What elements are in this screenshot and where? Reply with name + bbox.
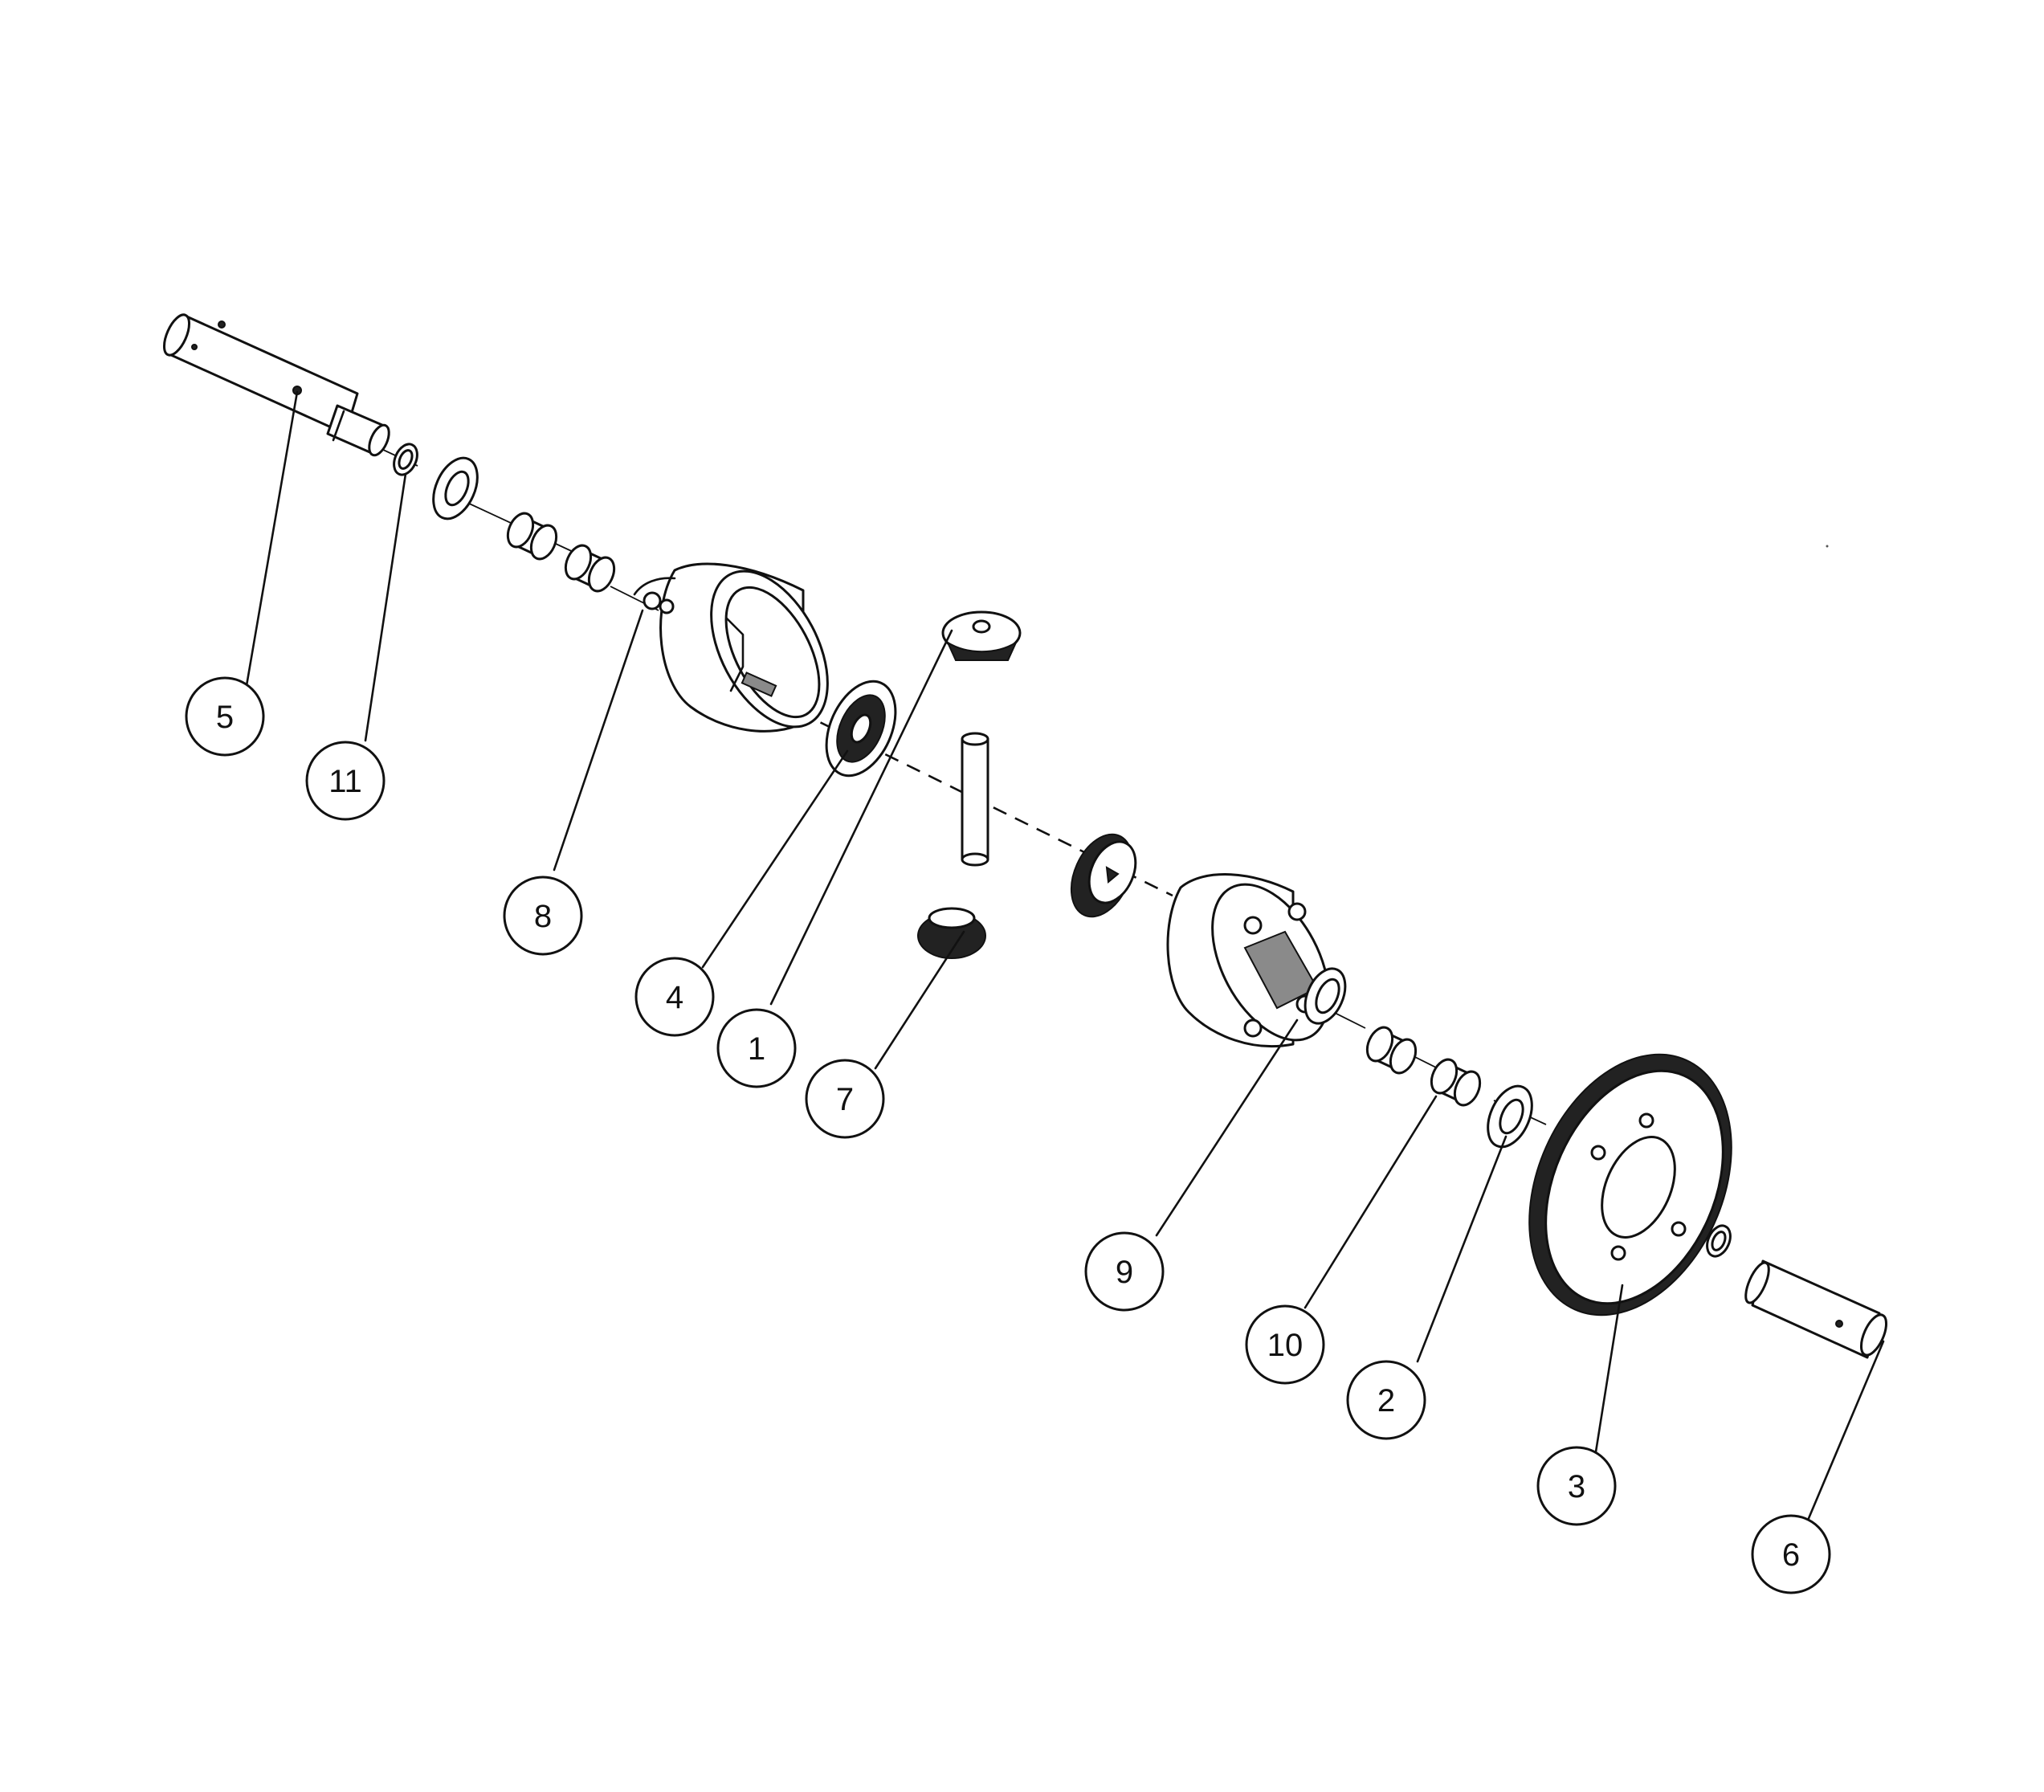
- callout-1: 1: [716, 1008, 797, 1088]
- callout-3: 3: [1536, 1446, 1617, 1526]
- callout-10: 10: [1245, 1304, 1325, 1385]
- left-differential-housing: [633, 562, 829, 733]
- callout-label-1: 1: [748, 1031, 765, 1067]
- side-bevel-gear-left: [825, 680, 897, 778]
- bushing-right-a: [1365, 1026, 1418, 1075]
- leader-lines: [243, 390, 1885, 1524]
- callout-6: 6: [1751, 1514, 1831, 1594]
- callout-label-2: 2: [1377, 1383, 1395, 1418]
- callout-label-4: 4: [666, 980, 683, 1015]
- small-retaining-ring-right: [1706, 1224, 1732, 1258]
- spider-bevel-gear-bottom: [917, 907, 986, 959]
- callout-7: 7: [805, 1059, 885, 1139]
- side-bevel-gear-right: [1070, 833, 1137, 918]
- callout-9: 9: [1084, 1231, 1165, 1312]
- drive-sprocket: [1528, 1053, 1732, 1316]
- callout-8: 8: [503, 876, 583, 956]
- callout-2: 2: [1346, 1360, 1426, 1440]
- callout-label-11: 11: [328, 764, 362, 799]
- cross-pin: [961, 732, 989, 867]
- stray-dot: [1826, 545, 1829, 548]
- callout-label-3: 3: [1568, 1469, 1585, 1504]
- callout-label-5: 5: [216, 700, 234, 735]
- right-axle-shaft: [1744, 1259, 1888, 1359]
- bushing-left-a: [506, 512, 558, 561]
- bushing-left-b: [564, 544, 616, 593]
- callout-label-9: 9: [1116, 1255, 1133, 1290]
- bushing-right-b: [1430, 1058, 1482, 1107]
- callout-5: 5: [185, 676, 265, 757]
- spider-bevel-gear-top: [941, 610, 1022, 661]
- callout-11: 11: [305, 741, 386, 821]
- thrust-washer-right: [1487, 1084, 1533, 1149]
- callout-label-8: 8: [534, 899, 552, 934]
- right-differential-housing: [1166, 873, 1347, 1048]
- thrust-washer-left: [432, 456, 479, 520]
- small-retaining-ring: [393, 443, 418, 476]
- callout-4: 4: [634, 957, 715, 1037]
- callout-label-7: 7: [836, 1082, 854, 1117]
- left-axle-shaft: [162, 313, 390, 457]
- callout-label-6: 6: [1782, 1537, 1800, 1573]
- callout-label-10: 10: [1267, 1328, 1304, 1363]
